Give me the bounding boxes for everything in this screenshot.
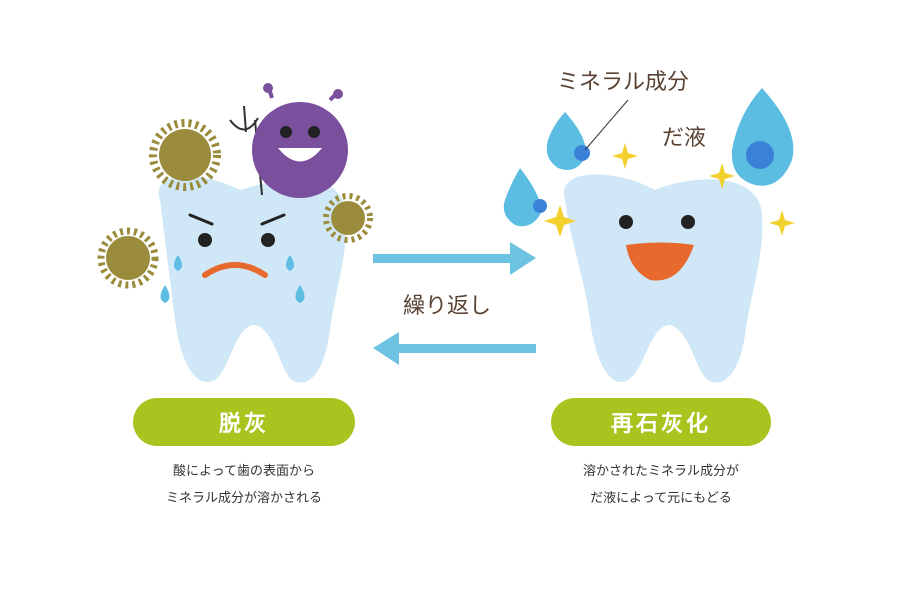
desc-line: ミネラル成分が溶かされる bbox=[165, 491, 322, 506]
sparkle-icon bbox=[544, 143, 795, 237]
tear-icon bbox=[174, 255, 182, 271]
sweat-icon bbox=[160, 285, 170, 303]
tear-icon bbox=[286, 255, 294, 271]
mineral-label: ミネラル成分 bbox=[557, 70, 690, 95]
repeat-label: 繰り返し bbox=[403, 294, 492, 319]
pointer-line bbox=[584, 99, 629, 151]
sad-tooth bbox=[158, 176, 347, 383]
happy-tooth bbox=[563, 174, 763, 383]
bacteria-icon bbox=[97, 119, 373, 289]
desc-line: だ液によって元にもどる bbox=[590, 491, 732, 506]
germ-devil-icon bbox=[229, 83, 348, 198]
eye-left bbox=[198, 233, 212, 247]
remineralization-badge: 再石灰化 bbox=[551, 398, 771, 446]
demineralization-badge: 脱灰 bbox=[133, 398, 355, 446]
saliva-label: だ液 bbox=[662, 126, 707, 151]
remineralization-description: 溶かされたミネラル成分が だ液によって元にもどる bbox=[511, 458, 811, 512]
sweat-icon bbox=[295, 285, 305, 303]
frown bbox=[202, 262, 268, 278]
smile bbox=[626, 242, 694, 281]
arrow-right-icon bbox=[373, 242, 536, 275]
desc-line: 酸によって歯の表面から bbox=[173, 464, 315, 479]
demineralization-description: 酸によって歯の表面から ミネラル成分が溶かされる bbox=[94, 458, 394, 512]
desc-line: 溶かされたミネラル成分が bbox=[582, 464, 739, 479]
eye-right bbox=[261, 233, 275, 247]
saliva-droplet-icon bbox=[503, 88, 794, 227]
arrow-left-icon bbox=[373, 332, 536, 365]
